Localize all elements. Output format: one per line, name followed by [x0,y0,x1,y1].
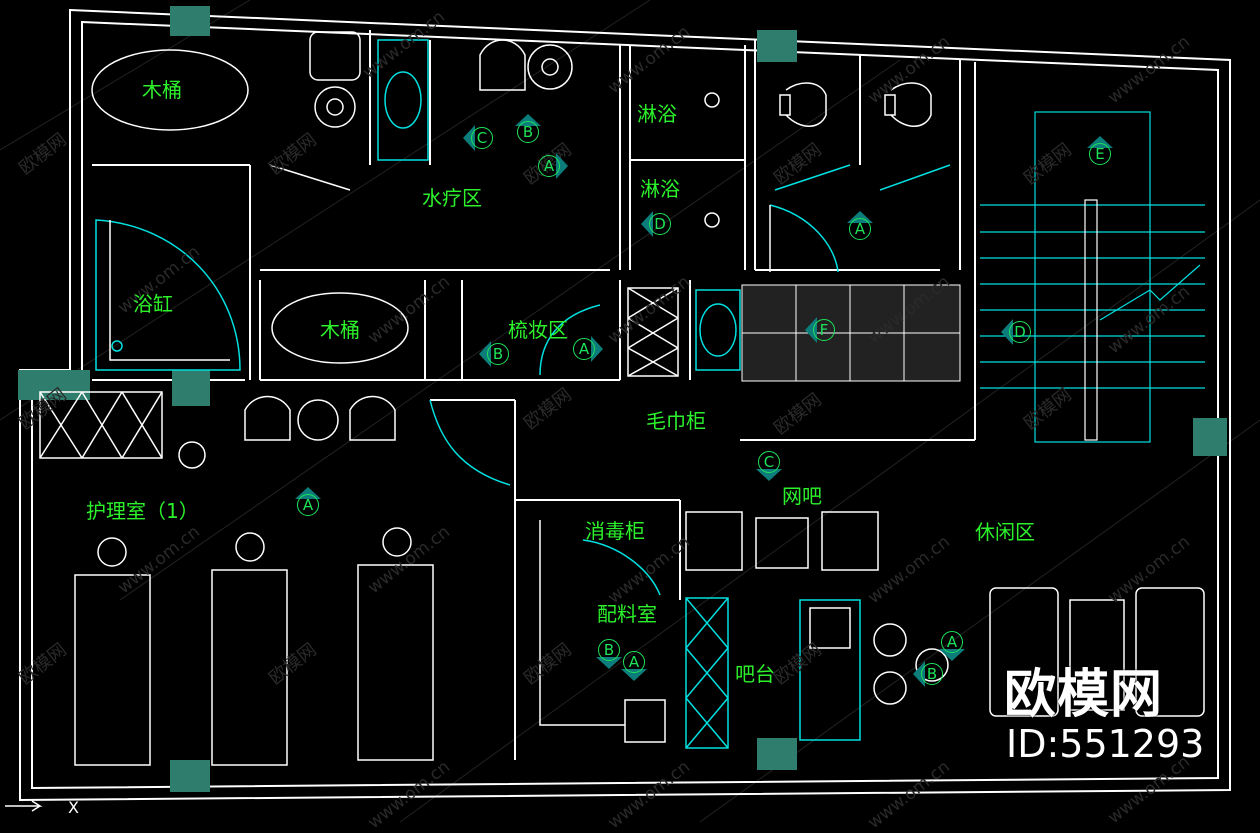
watermark-id: ID:551293 [1006,722,1205,766]
axis-label: X [68,798,79,817]
brand-watermark: 欧模网 [1004,665,1164,725]
room-label-shuiliao: 水疗区 [422,186,482,210]
room-label-yugang: 浴缸 [133,292,173,316]
view-marker: D [641,210,674,238]
view-marker: C [463,124,496,152]
view-marker: B [514,114,542,146]
interior-walls [92,30,976,760]
view-marker: A [570,335,603,363]
room-label-linyu-1: 淋浴 [637,102,677,126]
room-label-maojingui: 毛巾柜 [646,409,706,433]
room-label-batai: 吧台 [735,662,775,686]
room-label-shuzhuang: 梳妆区 [508,318,568,342]
columns [18,6,1227,792]
view-marker: A [620,648,648,681]
room-label-xiuxian: 休闲区 [975,520,1035,544]
view-marker: A [535,152,568,180]
view-marker: D [1001,318,1034,346]
axis-arrow [5,800,43,812]
fixtures [39,31,1205,766]
view-marker: B [595,636,623,669]
view-marker: C [755,448,783,481]
room-label-linyu-2: 淋浴 [640,177,680,201]
view-marker: E [1086,136,1114,168]
room-label-wangba: 网吧 [782,484,822,508]
door-swings [269,164,951,596]
view-marker: A [938,628,966,661]
view-marker: A [846,211,874,243]
view-marker: B [479,340,512,368]
view-marker: B [913,660,946,688]
room-label-huli: 护理室（1） [86,499,199,523]
view-marker: F [805,316,838,344]
room-label-mutong-mid: 木桶 [320,318,360,342]
room-label-xiaodu: 消毒柜 [585,519,645,543]
tile-area [741,284,961,382]
room-label-mutong-top: 木桶 [142,78,182,102]
room-label-peiliao: 配料室 [597,602,657,626]
view-marker: A [294,487,322,519]
